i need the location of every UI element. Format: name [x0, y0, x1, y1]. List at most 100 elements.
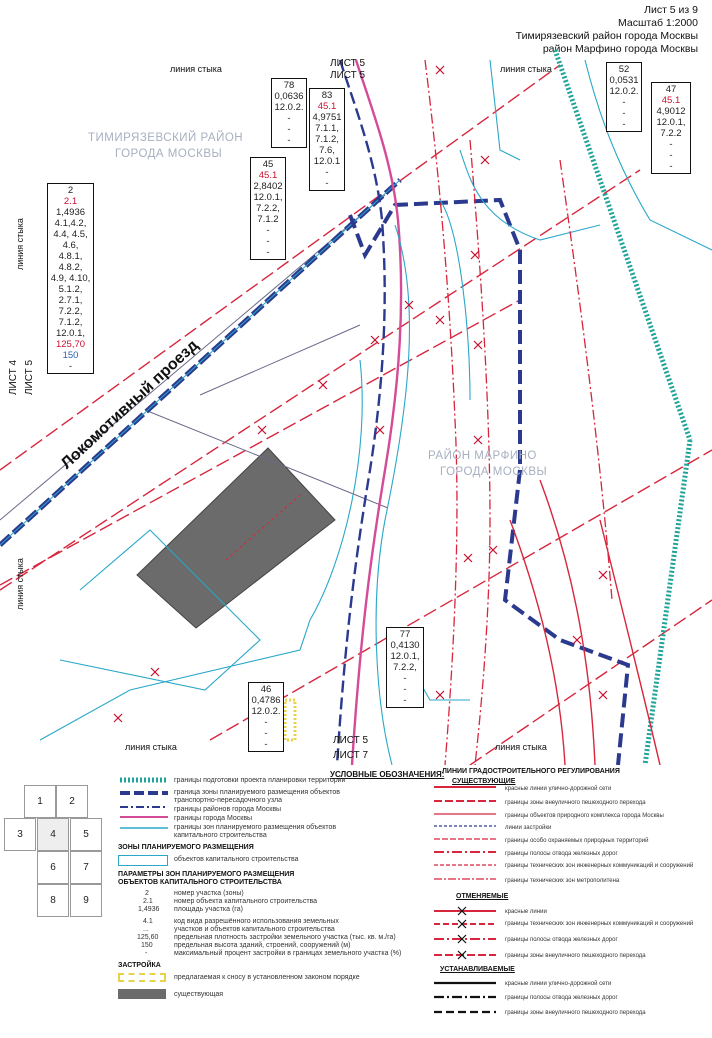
legend-item: предлагаемая к сносу в установленном зак…	[174, 974, 360, 981]
zones-heading: ЗОНЫ ПЛАНИРУЕМОГО РАЗМЕЩЕНИЯ	[118, 844, 254, 851]
sheet-label: ЛИСТ 5	[330, 70, 366, 81]
parcel-box-77[interactable]: 77 0,4130 12.0.1, 7.2.2, - - -	[386, 627, 424, 708]
parcel-area: 0,4786	[251, 695, 281, 706]
district-label: ГОРОДА МОСКВЫ	[115, 148, 223, 160]
sheet-cell[interactable]: 7	[70, 851, 102, 884]
parcel-area: 0,0636	[274, 91, 304, 102]
parcel-number: 52	[618, 64, 630, 75]
param-sample: 2.1	[143, 898, 153, 905]
height: -	[325, 178, 329, 189]
sheet-label: ЛИСТ 5	[330, 58, 366, 69]
line-label: линия стыка	[495, 742, 547, 752]
param-sample: ...	[143, 926, 149, 933]
parcel-area: 1,4936	[55, 207, 86, 218]
existing-heading: СУЩЕСТВУЮЩИЕ	[452, 778, 516, 785]
legend-item: границы полосы отвода железных дорог	[505, 851, 618, 857]
use-code: 5.1.2,	[58, 284, 83, 295]
use-code: 7.2.2,	[256, 203, 280, 214]
density: 125,70	[55, 339, 86, 350]
district-title-2: район Марфино города Москвы	[542, 43, 698, 55]
sheet-cell[interactable]: 8	[37, 884, 69, 917]
parcel-area: 0,0531	[609, 75, 639, 86]
legend-item: границы полосы отвода железных дорог	[505, 937, 618, 943]
parcel-area: 2,8402	[253, 181, 283, 192]
parcel-box-2[interactable]: 2 2.1 1,4936 4.1,4.2, 4.4, 4.5, 4.6, 4.8…	[47, 183, 94, 374]
sheet-cell[interactable]: 2	[56, 785, 88, 818]
district-boundary	[335, 59, 403, 765]
sheet-cell[interactable]: 9	[70, 884, 102, 917]
legend-title: УСЛОВНЫЕ ОБОЗНАЧЕНИЯ:	[330, 770, 445, 779]
use-code: 7.1.2,	[315, 134, 339, 145]
district-label: ТИМИРЯЗЕВСКИЙ РАЙОН	[88, 132, 244, 144]
parcel-box-47[interactable]: 47 45.1 4,9012 12.0.1, 7.2.2 - - -	[651, 82, 691, 174]
param-sample: 125,60	[137, 934, 159, 941]
red-dashed-lines	[0, 64, 712, 765]
sheet-cell[interactable]: 3	[4, 818, 36, 851]
use-code: 12.0.1,	[390, 651, 420, 662]
scale-label: Масштаб 1:2000	[618, 17, 698, 29]
technical-zones	[424, 59, 613, 765]
density: -	[287, 113, 291, 124]
sheet-cell[interactable]: 5	[70, 818, 102, 851]
param-sample: 150	[141, 942, 153, 949]
legend-item: капитального строительства	[174, 832, 267, 839]
use-code: 7.1.1,	[315, 123, 339, 134]
use-code: 4.1,4.2,	[54, 218, 87, 229]
district-label: РАЙОН МАРФИНО	[428, 450, 537, 462]
legend-item: предельная плотность застройки земельног…	[174, 934, 396, 941]
parcel-box-46[interactable]: 46 0,4786 12.0.2. - - -	[248, 682, 284, 752]
use-code: 12.0.1,	[656, 117, 686, 128]
sheet-label: ЛИСТ 5	[24, 359, 35, 395]
height: -	[403, 684, 407, 695]
use-code: 2.7.1,	[58, 295, 83, 306]
plan-map	[0, 49, 712, 765]
height: -	[669, 150, 673, 161]
legend-item: объектов капитального строительства	[174, 856, 299, 863]
line-label: линия стыка	[170, 64, 222, 74]
parcel-area: 4,9012	[656, 106, 686, 117]
sheet-cell[interactable]: 4	[37, 818, 69, 851]
parcel-box-83[interactable]: 83 45.1 4,9751 7.1.1, 7.1.2, 7.6, 12.0.1…	[309, 88, 345, 191]
object-number: 45.1	[661, 95, 681, 106]
coverage: -	[669, 161, 673, 172]
height: -	[264, 728, 268, 739]
sheet-cell[interactable]: 1	[24, 785, 56, 818]
building-centerline	[225, 494, 301, 561]
legend-item: границы технических зон метрополитена	[505, 878, 620, 884]
density: -	[325, 167, 329, 178]
sheet-header: Лист 5 из 9 Масштаб 1:2000 Тимирязевский…	[516, 4, 698, 56]
legend-item: границы технических зон инженерных комму…	[505, 863, 694, 869]
legend-item: максимальный процент застройки в граница…	[174, 950, 402, 957]
sheet-label: ЛИСТ 5	[333, 735, 369, 746]
legend-item: границы подготовки проекта планировки те…	[174, 777, 346, 784]
line-label: линия стыка	[125, 742, 177, 752]
legend-item: границы зоны внеуличного пешеходного пер…	[505, 1010, 646, 1016]
build-heading: ЗАСТРОЙКА	[118, 962, 161, 969]
use-code: 7.6,	[319, 145, 335, 156]
parcel-area: 4,9751	[312, 112, 342, 123]
use-code: 4.9, 4.10,	[50, 273, 91, 284]
params-heading: ОБЪЕКТОВ КАПИТАЛЬНОГО СТРОИТЕЛЬСТВА	[118, 879, 282, 886]
district-label: ГОРОДА МОСКВЫ	[440, 466, 548, 478]
parcel-box-78[interactable]: 78 0,0636 12.0.2. - - -	[271, 78, 307, 148]
height: -	[622, 108, 626, 119]
cancelled-heading: ОТМЕНЯЕМЫЕ	[456, 893, 509, 900]
parcel-box-45[interactable]: 45 45.1 2,8402 12.0.1, 7.2.2, 7.1.2 - - …	[250, 157, 286, 260]
red-lines-right	[509, 479, 661, 765]
sheet-label: ЛИСТ 4	[8, 359, 19, 395]
legend-item: границы зоны внеуличного пешеходного пер…	[505, 953, 646, 959]
demolition-swatch	[118, 973, 166, 982]
use-code: 12.0.2.	[609, 86, 639, 97]
sheet-number: Лист 5 из 9	[644, 4, 698, 16]
density: -	[403, 673, 407, 684]
legend-item: красные линии улично-дорожной сети	[505, 786, 612, 792]
parcel-number: 2	[67, 185, 74, 196]
legend-item: линии застройки	[505, 825, 552, 831]
line-label: линия стыка	[500, 64, 552, 74]
parcel-box-52[interactable]: 52 0,0531 12.0.2. - - -	[606, 62, 642, 132]
coverage: -	[68, 361, 73, 372]
sheet-cell[interactable]: 6	[37, 851, 69, 884]
density: -	[669, 139, 673, 150]
parcel-area: 0,4130	[390, 640, 420, 651]
use-code: 7.2.2,	[393, 662, 417, 673]
